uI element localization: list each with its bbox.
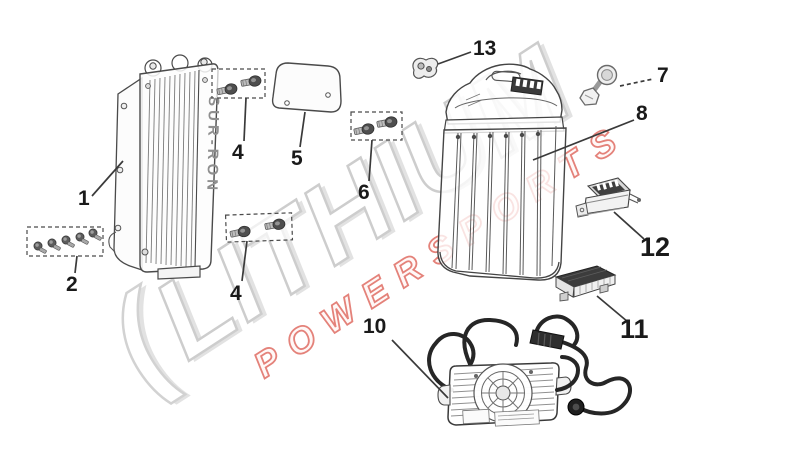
surron-logo-text: SUR-RON [203, 96, 222, 194]
charger-cables [427, 314, 580, 392]
callout-label-8: 8 [636, 102, 648, 125]
callout-label-11: 11 [620, 314, 649, 344]
bolt-kit-box-right [350, 111, 403, 141]
callout-label-10: 10 [363, 315, 387, 338]
battery-pack-part [437, 63, 567, 281]
bolt-part [579, 64, 618, 106]
callout-label-6: 6 [358, 181, 370, 204]
battery-connector [510, 76, 544, 96]
bolt-kit-box-bottom [224, 212, 294, 243]
callout-label-13: 13 [473, 37, 497, 60]
charger-part [427, 314, 632, 427]
callout-label-7: 7 [657, 64, 669, 87]
charger-plug [567, 398, 585, 416]
callout-label-12: 12 [640, 232, 671, 262]
callout-label-5: 5 [291, 147, 303, 170]
control-module-part [554, 265, 617, 302]
connector-module-part [575, 177, 641, 218]
screw-kit-box [26, 226, 104, 257]
mount-cover-part [271, 62, 342, 113]
charger-fan [473, 363, 533, 423]
charger-ac-connector [529, 329, 565, 350]
leader-lines [74, 51, 654, 399]
callout-label-4-bottom: 4 [230, 282, 242, 305]
bolt-kit-box-top [211, 68, 266, 99]
controller-part: SUR-RON [108, 54, 222, 280]
callout-label-4-top: 4 [232, 141, 244, 164]
callout-label-1: 1 [78, 187, 90, 210]
callout-label-2: 2 [66, 273, 78, 296]
clip-part [412, 57, 439, 79]
